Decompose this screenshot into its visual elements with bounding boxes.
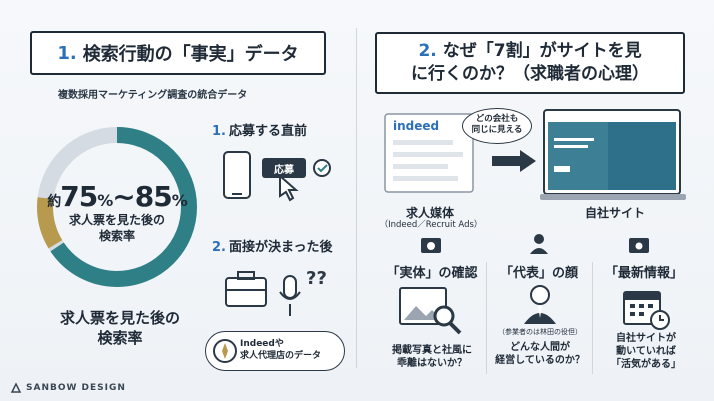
apply-illustration [223,151,331,202]
step-before-apply: 1.応募する直前 [212,124,307,139]
compass-icon [213,339,237,363]
search-rate-caption: 求人票を見た後の 検索率 [59,309,180,348]
donut-range-arc [37,127,197,287]
left-panel-title: 1. 検索行動の「事実」データ [30,31,326,75]
calendar-clock-icon [623,291,670,330]
brand-mark-icon [10,382,22,393]
data-source-text: Indeedや 求人代理店のデータ [240,339,322,361]
left-title-text: 検索行動の「事実」データ [82,44,299,65]
indeed-logo: indeed [393,119,440,133]
donut-center: 約75%~85% 求人票を見た後の 検索率 [32,180,202,244]
photo-magnifier-icon [399,287,462,335]
col-leader-text: どんな人間が経営しているのか？ [495,342,585,366]
check-icon [313,159,331,177]
question-mark-icon: ?? [306,268,327,289]
col-latest-text: 自社サイトが動いていれば「活気がある」 [611,333,681,370]
company-site-laptop [540,109,686,200]
job-media-label: 求人媒体 [405,206,454,220]
job-media-sublabel: （Indeed／Recruit Ads） [379,220,483,230]
microphone-icon [283,275,297,299]
col-reality-heading: 「実体」の確認 [386,266,478,281]
interview-illustration: ?? [225,268,327,316]
search-rate-donut [37,127,197,287]
donut-value-arc [37,127,197,287]
col-reality-text: 掲載写真と社風に乖離はないか？ [392,345,472,369]
job-media-illustration [384,113,474,193]
donut-percentage: 約75%~85% [47,180,187,213]
person-icon [530,234,548,254]
apply-button-label: 応募 [274,165,294,176]
col-divider-2 [592,262,593,374]
pointer-hand-icon [279,173,299,202]
panel-divider [356,28,357,368]
apply-button-shape [262,158,306,178]
company-site-label: 自社サイト [584,206,645,220]
right-panel-title: 2.なぜ「7割」がサイトを見 に行くのか？（求職者の心理） [375,32,685,94]
smartphone-icon [223,151,251,199]
briefcase-icon [225,277,267,307]
donut-caption: 求人票を見た後の 検索率 [68,213,165,243]
search-photo-icon [629,238,649,253]
col-divider-1 [486,262,487,374]
camera-icon [421,238,441,253]
col-leader-heading: 「代表」の顔 [499,266,578,281]
col-latest-heading: 「最新情報」 [604,266,683,281]
arrow-right-icon [492,150,536,172]
speech-bubble: どの会社も 同じに見える [462,108,532,144]
ceo-avatar-icon [524,285,556,324]
brand-logo: SANBOW DESIGN [10,382,126,394]
step-after-interview: 2.面接が決まった後 [212,240,333,255]
col-leader-note: （参業者のは林田の役但） [498,328,582,336]
left-title-number: 1. [57,42,77,64]
data-source-badge: Indeedや 求人代理店のデータ [205,331,345,371]
left-subtitle: 複数採用マーケティング調査の統合データ [58,90,248,101]
